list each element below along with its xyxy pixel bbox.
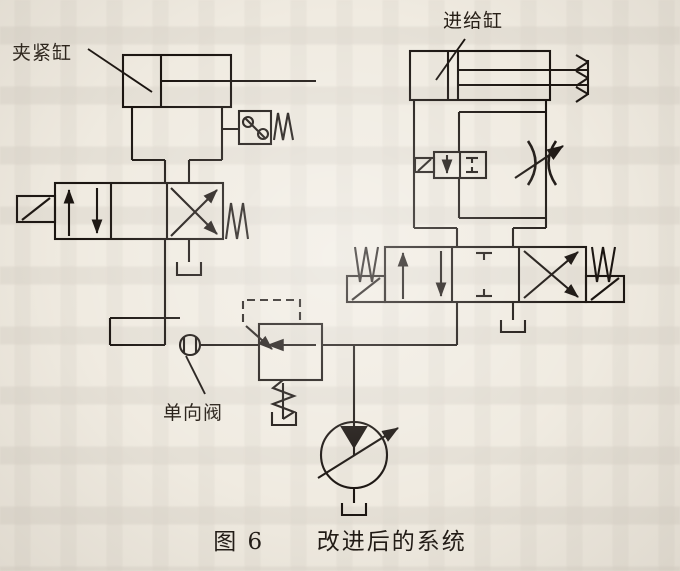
feed-cylinder-symbol [408,49,590,103]
relief-valve-symbol [241,298,324,427]
figure-caption-number: 图 6 [213,529,265,555]
label-clamp-cylinder: 夹紧缸 [12,42,73,64]
main-pressure-line [108,316,356,422]
clamp-cylinder-symbol [121,53,316,109]
pressure-switch-symbol [237,109,295,146]
bypass-solenoid-valve-symbol [413,150,488,180]
label-check-valve: 单向阀 [163,402,224,424]
tank-symbol-clamp-valve [175,262,203,277]
clamp-cylinder-port-lines [130,107,239,183]
check-valve-symbol [178,333,202,357]
tank-symbol-feed-valve [499,320,527,334]
label-leader-lines [87,38,466,395]
adjustable-throttle-valve-symbol [514,140,564,186]
label-feed-cylinder: 进给缸 [443,10,504,32]
variable-displacement-pump-symbol [317,420,399,517]
figure-caption-title: 改进后的系统 [316,529,467,555]
feed-directional-valve-symbol [345,245,626,347]
figure-caption: 图 6 改进后的系统 [0,522,680,556]
clamp-directional-valve-symbol [15,181,250,318]
